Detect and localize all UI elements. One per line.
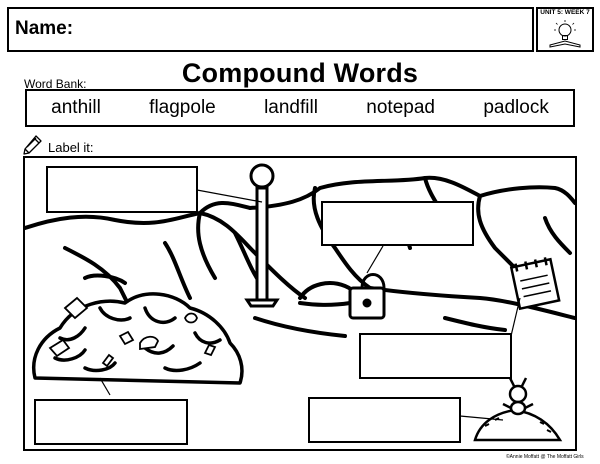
word-bank: anthill flagpole landfill notepad padloc… xyxy=(25,89,575,127)
notepad-icon xyxy=(509,257,561,311)
label-box-notepad[interactable] xyxy=(359,333,512,379)
name-input-area[interactable] xyxy=(80,12,528,48)
unit-box xyxy=(536,7,594,52)
instructions-label: Label it: xyxy=(48,140,94,155)
word-bank-label: Word Bank: xyxy=(24,77,87,91)
word-bank-item: flagpole xyxy=(149,97,216,118)
unit-label: UNIT 5: WEEK 7 xyxy=(540,9,590,16)
copyright-text: ©Annie Moffatt @ The Moffatt Girls xyxy=(506,454,584,460)
anthill-icon xyxy=(473,377,563,442)
name-box xyxy=(7,7,534,52)
name-label: Name: xyxy=(15,18,74,39)
trash-items-icon xyxy=(48,296,217,368)
label-box-landfill[interactable] xyxy=(34,399,188,445)
padlock-icon xyxy=(348,273,386,320)
label-box-flagpole[interactable] xyxy=(46,166,198,213)
pencil-icon xyxy=(23,135,42,155)
lightbulb-book-icon xyxy=(549,20,581,48)
word-bank-item: anthill xyxy=(51,97,101,118)
page-title: Compound Words xyxy=(181,58,419,88)
label-box-anthill[interactable] xyxy=(308,397,461,443)
label-box-padlock[interactable] xyxy=(321,201,474,246)
word-bank-item: landfill xyxy=(264,97,318,118)
word-bank-item: notepad xyxy=(366,97,435,118)
flagpole-icon xyxy=(244,163,280,308)
hills-icon xyxy=(25,163,575,442)
picture-scene xyxy=(23,156,577,451)
word-bank-item: padlock xyxy=(483,97,549,118)
